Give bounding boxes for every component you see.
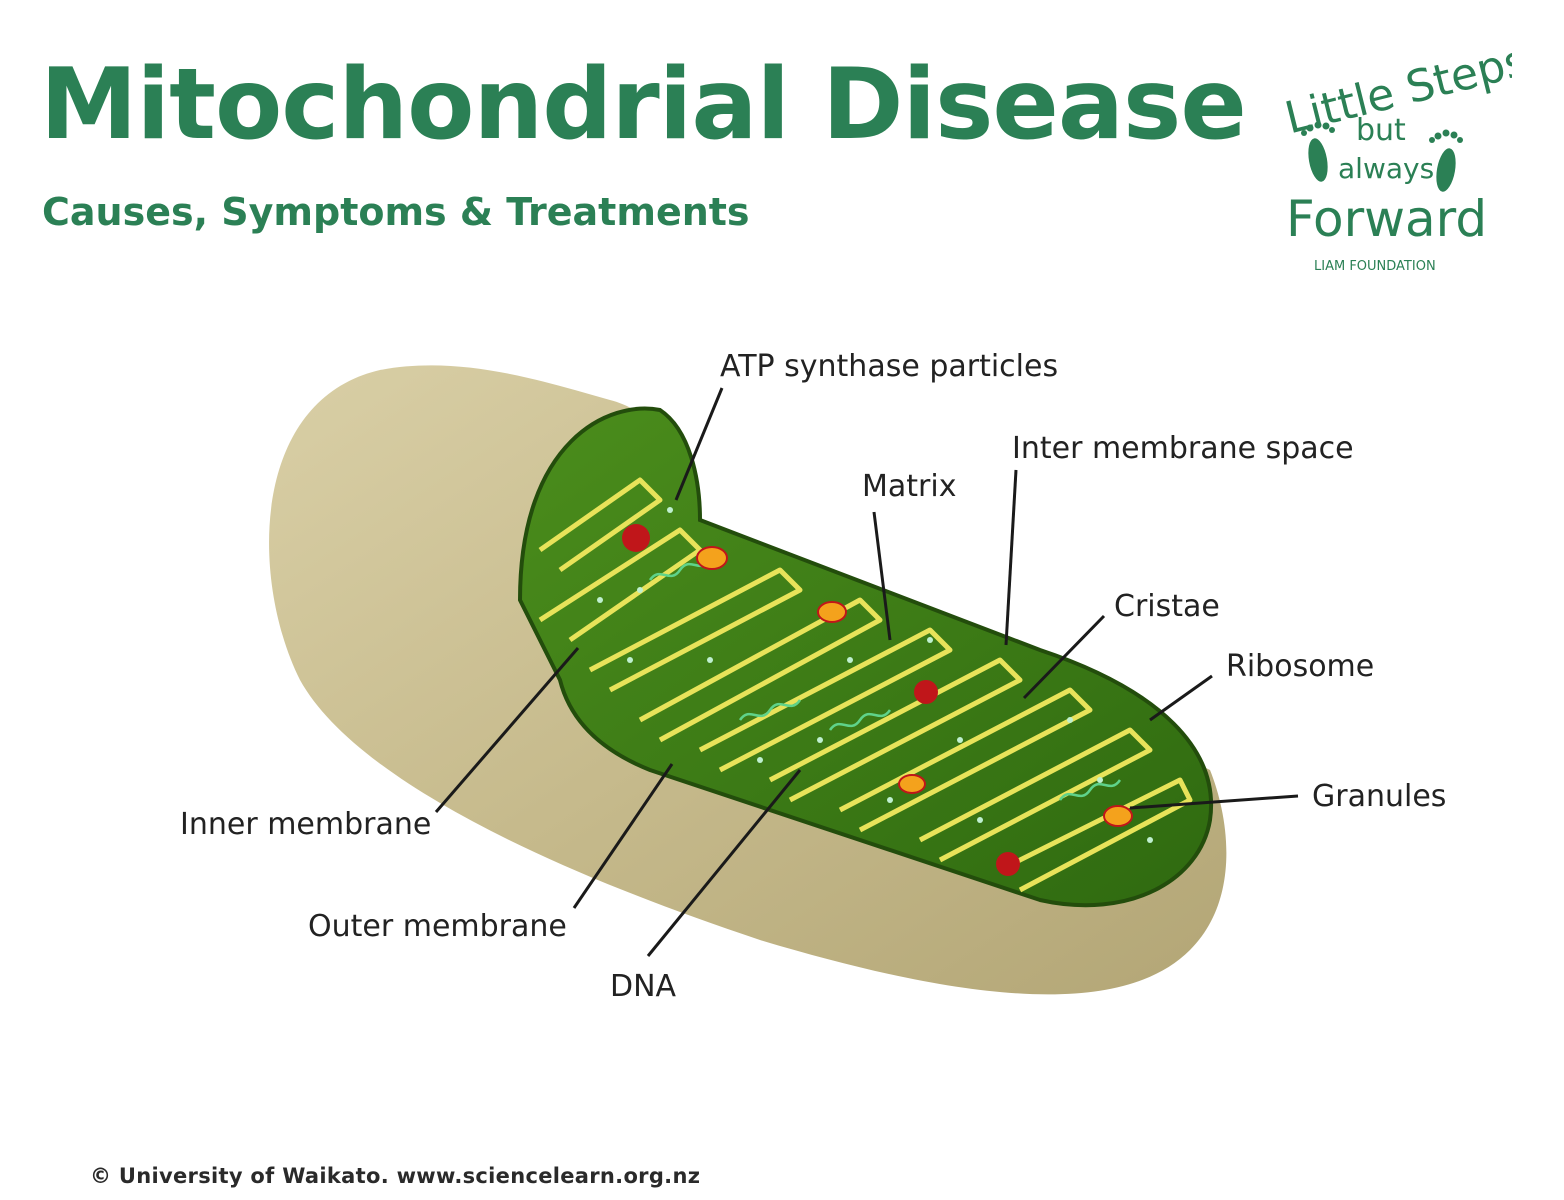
- granules: [622, 524, 1133, 876]
- logo-org: LIAM FOUNDATION: [1314, 259, 1436, 270]
- leader-inner-membrane: [434, 647, 580, 813]
- image-credit: © University of Waikato. www.sciencelear…: [90, 1164, 701, 1188]
- page-subtitle: Causes, Symptoms & Treatments: [42, 190, 750, 234]
- leader-granules: [1129, 794, 1299, 810]
- label-cristae: Cristae: [1114, 589, 1220, 624]
- footprints-icon: [1301, 121, 1463, 192]
- matrix-shape: [517, 406, 1214, 908]
- label-inner-membrane: Inner membrane: [180, 807, 431, 842]
- logo-line-4: Forward: [1286, 190, 1487, 248]
- leader-atp: [674, 387, 724, 501]
- label-atp-synthase: ATP synthase particles: [720, 349, 1058, 384]
- logo-line-3: always: [1338, 152, 1434, 185]
- label-outer-membrane: Outer membrane: [308, 909, 567, 944]
- label-ribosome: Ribosome: [1226, 649, 1374, 684]
- leader-dna: [646, 769, 802, 957]
- logo-line-2: but: [1356, 113, 1406, 148]
- little-steps-logo: Little Steps but always Forward LIAM FOU…: [1280, 35, 1512, 270]
- label-inter-membrane-space: Inter membrane space: [1012, 431, 1354, 466]
- leader-matrix: [872, 511, 892, 641]
- leader-cristae: [1022, 614, 1106, 700]
- leader-outer-membrane: [572, 763, 674, 909]
- cristae-folds: [538, 477, 1193, 893]
- leader-ribosome: [1149, 674, 1213, 722]
- mitochondrion-diagram: ATP synthase particles Inter membrane sp…: [180, 349, 1446, 1004]
- leader-inter-membrane: [1004, 469, 1018, 646]
- ribosome-dots: [597, 507, 1153, 843]
- label-matrix: Matrix: [862, 469, 956, 504]
- page-title: Mitochondrial Disease: [40, 48, 1247, 162]
- label-dna: DNA: [610, 969, 677, 1004]
- label-granules: Granules: [1312, 779, 1446, 814]
